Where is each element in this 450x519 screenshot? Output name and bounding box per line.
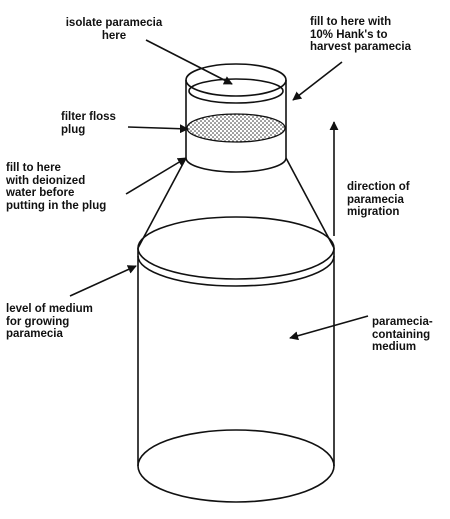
medium-level-ellipse	[137, 216, 335, 280]
shoulder-left	[137, 157, 187, 249]
water-fill-line	[185, 157, 287, 173]
arrow-level-medium	[69, 265, 137, 297]
label-fill-deionized-water: fill to here with deionized water before…	[6, 162, 107, 212]
arrow-containing-medium	[289, 315, 369, 341]
neck-inner-rim	[188, 78, 284, 104]
arrow-fill-water	[125, 157, 187, 195]
arrow-fill-hanks	[292, 61, 343, 101]
arrow-isolate	[145, 39, 233, 85]
label-fill-hanks: fill to here with 10% Hank's to harvest …	[310, 16, 412, 53]
filter-floss-plug	[186, 113, 286, 143]
medium-level-front-edge	[137, 255, 335, 287]
bottle-base	[137, 429, 335, 503]
label-paramecia-containing-medium: paramecia- containing medium	[372, 316, 433, 353]
label-filter-floss-plug: filter floss plug	[61, 111, 116, 136]
label-isolate-paramecia: isolate paramecia here	[65, 17, 163, 42]
shoulder-right	[285, 157, 335, 249]
label-direction-migration: direction of paramecia migration	[347, 181, 410, 218]
arrow-filter-plug	[127, 124, 189, 134]
label-level-of-medium: level of medium for growing paramecia	[6, 303, 93, 340]
